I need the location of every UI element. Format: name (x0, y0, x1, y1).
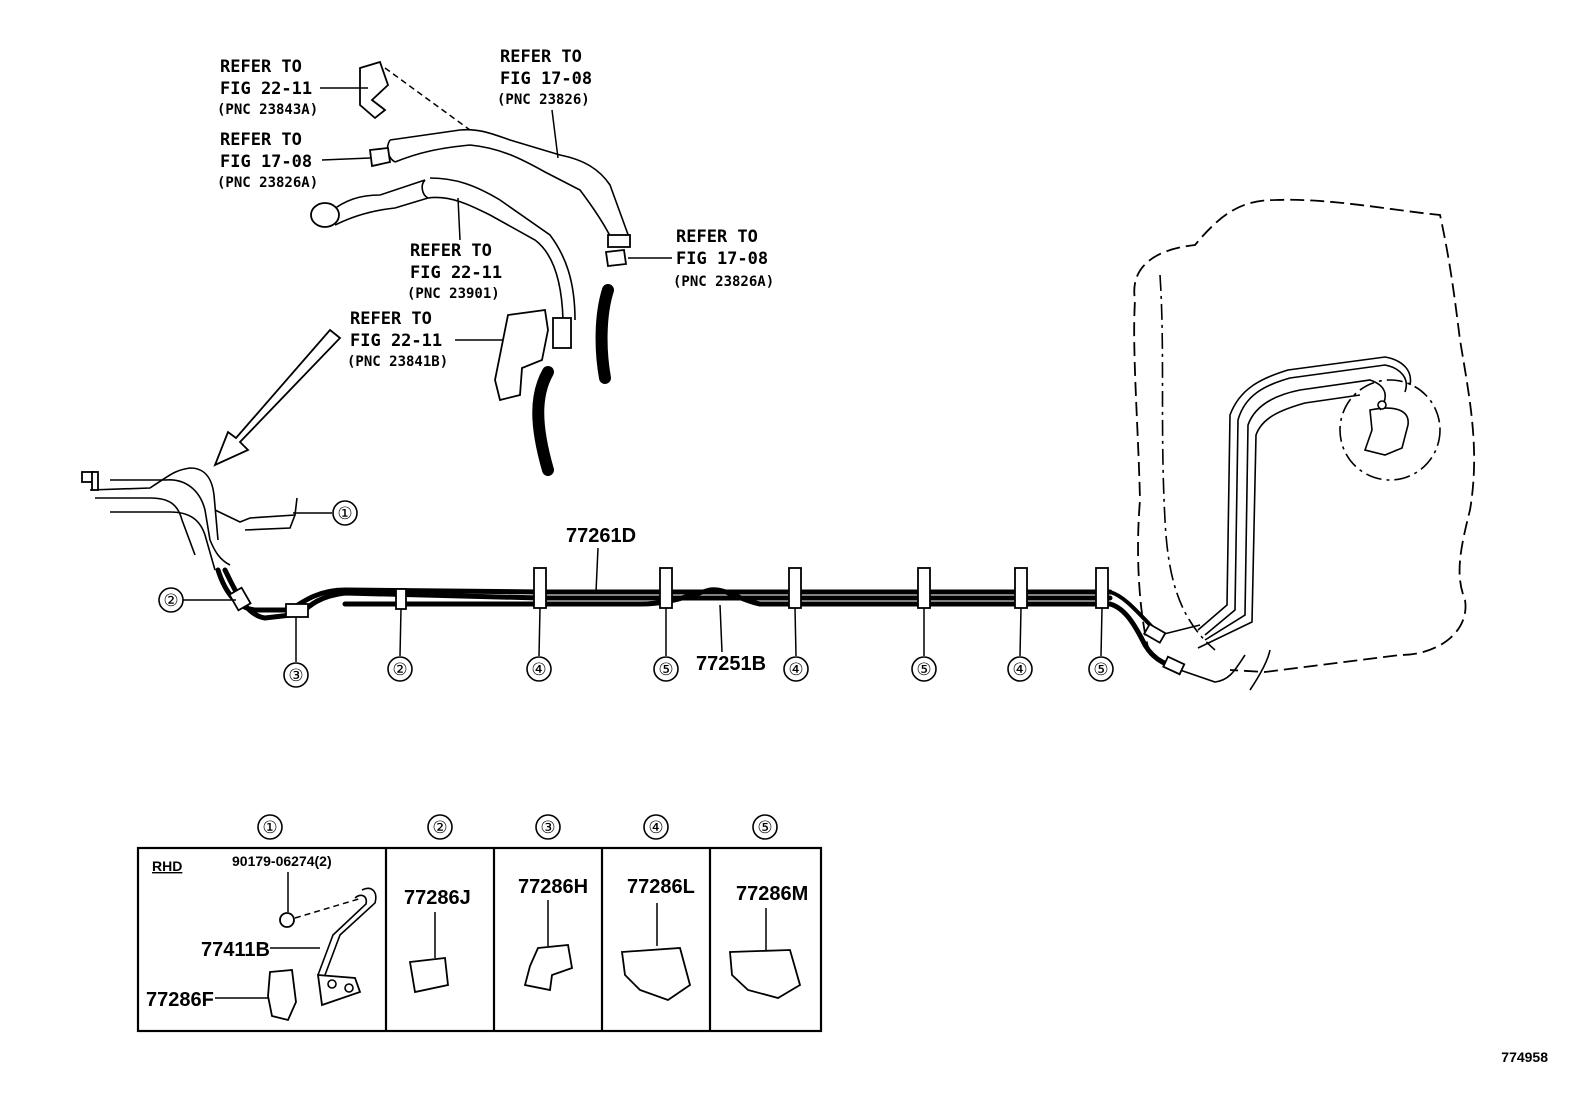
refer-6-line2: FIG 22-11 (350, 331, 442, 351)
legend-header-1-label: ① (262, 818, 277, 838)
callout-2a: ② (158, 587, 236, 613)
refer-2-line2: FIG 17-08 (500, 69, 592, 89)
legend-header-1: ① (257, 814, 283, 840)
callout-3: ③ (283, 617, 309, 688)
callout-5a: ⑤ (653, 608, 679, 682)
bolt-part-number: 90179-06274(2) (232, 853, 332, 869)
refer-4-line2: FIG 22-11 (410, 263, 502, 283)
callout-5c-label: ⑤ (1093, 660, 1108, 680)
refer-2-pnc: (PNC 23826) (497, 92, 590, 108)
view-arrow (213, 328, 342, 467)
legend-cell-4: 77286L (620, 876, 695, 1002)
refer-label-3: REFER TO FIG 17-08 (PNC 23826A) (217, 130, 371, 191)
refer-3-pnc: (PNC 23826A) (217, 175, 318, 191)
callout-4c-label: ④ (1012, 660, 1027, 680)
legend-header-4: ④ (643, 814, 669, 840)
legend-cell-1: RHD 90179-06274(2) 77411B 77286F (146, 853, 377, 1022)
refer-label-4: REFER TO FIG 22-11 (PNC 23901) (407, 197, 502, 302)
refer-1-pnc: (PNC 23843A) (217, 102, 318, 118)
legend-cell-5: 77286M (729, 883, 808, 999)
legend-header-5: ⑤ (752, 814, 778, 840)
refer-5-line1: REFER TO (676, 227, 758, 247)
refer-label-6: REFER TO FIG 22-11 (PNC 23841B) (347, 309, 503, 370)
legend-cell-2: 77286J (404, 887, 471, 994)
callout-4c: ④ (1007, 607, 1033, 682)
refer-label-5: REFER TO FIG 17-08 (PNC 23826A) (628, 227, 774, 290)
refer-4-line1: REFER TO (410, 241, 492, 261)
refer-label-1: REFER TO FIG 22-11 (PNC 23843A) (217, 57, 368, 118)
callout-1-label: ① (337, 504, 352, 524)
callout-4b: ④ (783, 607, 809, 682)
callout-3-label: ③ (288, 666, 303, 686)
legend-header-3-label: ③ (540, 818, 555, 838)
clamp-dashed-leader (384, 67, 471, 131)
legend-header-4-label: ④ (648, 818, 663, 838)
refer-3-line2: FIG 17-08 (220, 152, 312, 172)
filler-hoses (310, 128, 631, 476)
callout-4a-label: ④ (531, 660, 546, 680)
legend-header-2: ② (427, 814, 453, 840)
callout-2b-label: ② (392, 660, 407, 680)
callout-2a-label: ② (163, 591, 178, 611)
legend-table: ① ② ③ ④ ⑤ RHD 90179-06274(2) (136, 814, 823, 1033)
refer-6-pnc: (PNC 23841B) (347, 354, 448, 370)
legend-header-2-label: ② (432, 818, 447, 838)
refer-2-line1: REFER TO (500, 47, 582, 67)
clamp-f-part-number: 77286F (146, 989, 214, 1011)
label-lower-tube: 77251B (696, 604, 766, 675)
hose-clamps-upper (359, 60, 628, 402)
clamp-j-part-number: 77286J (404, 887, 471, 909)
clamp-m-part-number: 77286M (736, 883, 808, 905)
rhd-label: RHD (152, 858, 182, 874)
refer-1-line2: FIG 22-11 (220, 79, 312, 99)
refer-label-2: REFER TO FIG 17-08 (PNC 23826) (497, 47, 592, 159)
refer-5-line2: FIG 17-08 (676, 249, 768, 269)
lower-tube-number: 77251B (696, 653, 766, 675)
refer-4-pnc: (PNC 23901) (407, 286, 500, 302)
in-tank-tubes (1197, 356, 1412, 691)
refer-1-line1: REFER TO (220, 57, 302, 77)
callout-2b: ② (387, 608, 413, 682)
main-tube-number: 77261D (566, 525, 636, 547)
legend-header-3: ③ (535, 814, 561, 840)
callout-1: ① (293, 500, 358, 526)
legend-cell-3: 77286H (518, 876, 588, 992)
callout-4a: ④ (526, 607, 552, 682)
bracket-part-number: 77411B (201, 939, 270, 961)
label-main-tube: 77261D (566, 525, 636, 593)
fuel-tank (1133, 198, 1476, 673)
main-fuel-tubes (81, 467, 1246, 683)
legend-header-5-label: ⑤ (757, 818, 772, 838)
refer-6-line1: REFER TO (350, 309, 432, 329)
figure-id: 774958 (1501, 1049, 1548, 1065)
clamp-l-part-number: 77286L (627, 876, 695, 898)
refer-3-line1: REFER TO (220, 130, 302, 150)
clamp-h-part-number: 77286H (518, 876, 588, 898)
callout-5a-label: ⑤ (658, 660, 673, 680)
callout-5b-label: ⑤ (916, 660, 931, 680)
callout-5b: ⑤ (911, 608, 937, 682)
callout-5c: ⑤ (1088, 607, 1114, 682)
refer-5-pnc: (PNC 23826A) (673, 274, 774, 290)
callout-4b-label: ④ (788, 660, 803, 680)
